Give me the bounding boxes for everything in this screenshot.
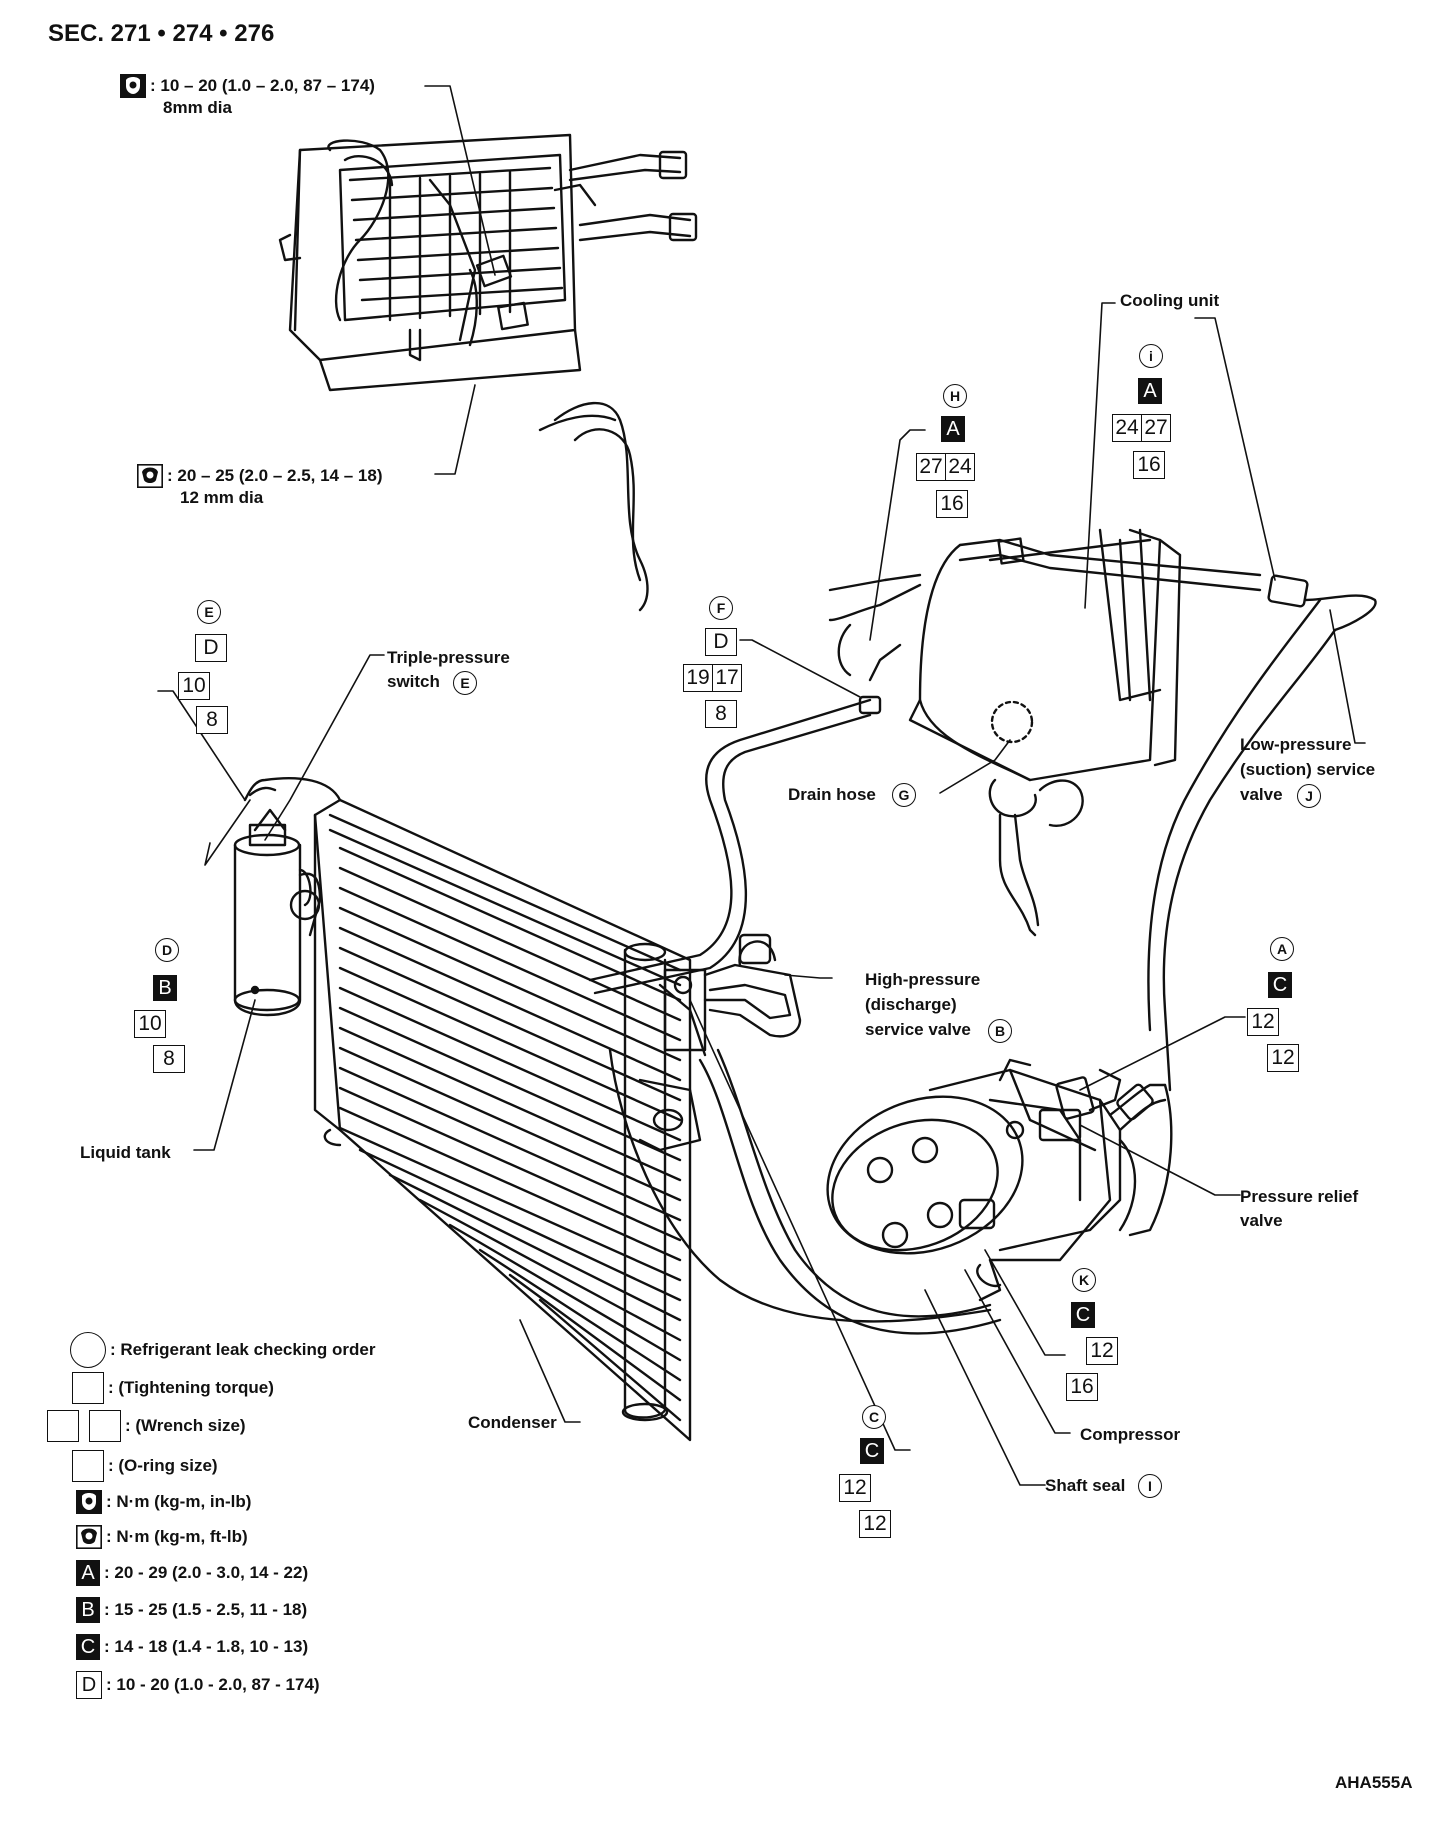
legend-leak-order: : Refrigerant leak checking order <box>70 1332 375 1368</box>
legend-nm-inlb: : N·m (kg-m, in-lb) <box>76 1490 251 1514</box>
joint-e-torque: D <box>195 634 227 662</box>
low-pressure-valve-label-1: Low-pressure <box>1240 735 1352 754</box>
low-pressure-valve-label-3: valve <box>1240 785 1283 804</box>
joint-h-oring: 16 <box>936 490 968 518</box>
joint-a-oring: 12 <box>1267 1044 1299 1072</box>
high-pressure-valve-label-2: (discharge) <box>865 995 957 1014</box>
joint-i-oring: 16 <box>1133 451 1165 479</box>
pressure-relief-valve-label-2: valve <box>1240 1211 1283 1230</box>
triple-pressure-switch-label-2: switch <box>387 672 440 691</box>
joint-c-wrench: 12 <box>839 1474 871 1502</box>
wrench-torque-ft-lb-icon <box>76 1525 102 1549</box>
legend-tightening: : (Tightening torque) <box>72 1372 274 1404</box>
legend-box-symbol <box>72 1372 104 1404</box>
drain-hose-label: Drain hose <box>788 785 876 804</box>
joint-f-oring: 8 <box>705 700 737 728</box>
joint-f-wrench: 19 17 <box>683 664 742 692</box>
legend-oring-box <box>72 1450 104 1482</box>
joint-i-marker: i <box>1139 344 1163 368</box>
low-pressure-valve-marker: J <box>1297 784 1321 808</box>
joint-e-marker: E <box>197 600 221 624</box>
joint-d-wrench: 10 <box>134 1010 166 1038</box>
legend-key-d: D <box>76 1671 102 1699</box>
joint-k-oring: 16 <box>1066 1373 1098 1401</box>
joint-k-marker: K <box>1072 1268 1096 1292</box>
figure-code: AHA555A <box>1335 1773 1413 1792</box>
joint-d-marker: D <box>155 938 179 962</box>
legend-torque-b: B : 15 - 25 (1.5 - 2.5, 11 - 18) <box>76 1597 307 1623</box>
torque-12mm-size: 12 mm dia <box>180 488 264 507</box>
joint-h-marker: H <box>943 384 967 408</box>
wrench-torque-in-lb-icon <box>120 74 146 98</box>
legend-torque-d: D : 10 - 20 (1.0 - 2.0, 87 - 174) <box>76 1671 320 1699</box>
condenser-label: Condenser <box>468 1413 557 1432</box>
joint-h-torque: A <box>941 416 965 442</box>
legend-wrench: : (Wrench size) <box>47 1410 246 1442</box>
legend-circle-symbol <box>70 1332 106 1368</box>
joint-f-wrench-b: 17 <box>713 664 742 692</box>
shaft-seal-label: Shaft seal <box>1045 1476 1126 1495</box>
joint-d-torque: B <box>153 975 177 1001</box>
joint-h-wrench-a: 27 <box>916 453 946 481</box>
compressor-body <box>826 1058 1173 1302</box>
joint-f-marker: F <box>709 596 733 620</box>
high-pressure-valve-label-1: High-pressure <box>865 970 981 989</box>
joint-a-marker: A <box>1270 937 1294 961</box>
joint-k-wrench: 12 <box>1086 1337 1118 1365</box>
condenser-body <box>313 798 802 1442</box>
joint-d-oring: 8 <box>153 1045 185 1073</box>
legend-key-c: C <box>76 1634 100 1660</box>
joint-f-wrench-a: 19 <box>683 664 713 692</box>
triple-pressure-switch-label-1: Triple-pressure <box>387 648 510 667</box>
high-pressure-valve-marker: B <box>988 1019 1012 1043</box>
cooling-unit <box>828 528 1182 937</box>
joint-i-wrench-a: 24 <box>1112 414 1142 442</box>
torque-8mm-size: 8mm dia <box>163 98 232 117</box>
legend-wrench-box-a <box>47 1410 79 1442</box>
joint-e-oring: 8 <box>196 706 228 734</box>
joint-i-torque: A <box>1138 378 1162 404</box>
legend-nm-ftlb: : N·m (kg-m, ft-lb) <box>76 1525 248 1549</box>
joint-e-wrench: 10 <box>178 672 210 700</box>
joint-a-torque: C <box>1268 972 1292 998</box>
high-pressure-valve-label-3: service valve <box>865 1020 971 1039</box>
wrench-torque-in-lb-icon <box>76 1490 102 1514</box>
shaft-seal-marker: I <box>1138 1474 1162 1498</box>
wrench-torque-ft-lb-icon <box>137 464 163 488</box>
joint-h-wrench: 27 24 <box>916 453 975 481</box>
evaporator-assembly <box>278 133 698 612</box>
joint-c-torque: C <box>860 1438 884 1464</box>
legend-key-a: A <box>76 1560 100 1586</box>
leader-lines <box>157 85 1366 1486</box>
cooling-unit-label: Cooling unit <box>1120 291 1220 310</box>
compressor-label: Compressor <box>1080 1425 1181 1444</box>
joint-c-oring: 12 <box>859 1510 891 1538</box>
torque-12mm-value: : 20 – 25 (2.0 – 2.5, 14 – 18) <box>167 466 383 485</box>
legend-torque-c: C : 14 - 18 (1.4 - 1.8, 10 - 13) <box>76 1634 308 1660</box>
section-title: SEC. 271 • 274 • 276 <box>48 20 275 47</box>
triple-pressure-switch-marker: E <box>453 671 477 695</box>
joint-f-torque: D <box>705 628 737 656</box>
refrigerant-pipes <box>588 537 1377 1335</box>
joint-k-torque: C <box>1071 1302 1095 1328</box>
torque-8mm-value: : 10 – 20 (1.0 – 2.0, 87 – 174) <box>150 76 375 95</box>
joint-a-wrench: 12 <box>1247 1008 1279 1036</box>
joint-c-marker: C <box>862 1405 886 1429</box>
legend-key-b: B <box>76 1597 100 1623</box>
low-pressure-valve-label-2: (suction) service <box>1240 760 1376 779</box>
legend-torque-a: A : 20 - 29 (2.0 - 3.0, 14 - 22) <box>76 1560 308 1586</box>
joint-h-wrench-b: 24 <box>946 453 975 481</box>
liquid-tank-body <box>233 777 342 1017</box>
pressure-relief-valve-label-1: Pressure relief <box>1240 1187 1359 1206</box>
joint-i-wrench: 24 27 <box>1112 414 1171 442</box>
legend-oring: : (O-ring size) <box>72 1450 218 1482</box>
drain-hose-marker: G <box>892 783 916 807</box>
legend-wrench-box-b <box>89 1410 121 1442</box>
joint-i-wrench-b: 27 <box>1142 414 1171 442</box>
liquid-tank-label: Liquid tank <box>80 1143 171 1162</box>
